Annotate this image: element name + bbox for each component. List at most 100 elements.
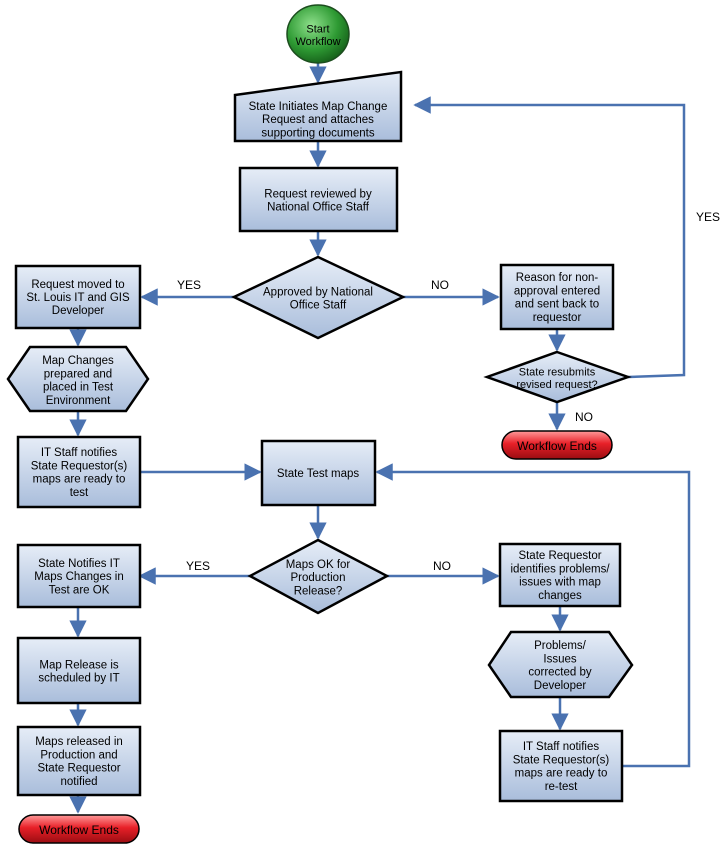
- node-text-line: Issues: [543, 653, 576, 665]
- node-text: Workflow Ends: [39, 823, 119, 837]
- connectors: [69, 63, 691, 814]
- node-text-line: State Requestor(s): [31, 460, 128, 472]
- map-release-scheduled-node: Map Release is scheduled by IT: [16, 636, 142, 705]
- node-text-line: Maps Changes in: [34, 571, 124, 583]
- label-approved-yes: YES: [177, 278, 201, 292]
- node-text-line: State Test maps: [277, 468, 359, 480]
- node-text-line: test: [70, 487, 89, 499]
- node-text-line: prepared and: [44, 368, 112, 380]
- node-text-line: National Office Staff: [267, 202, 370, 214]
- node-text: Reason for non-approval entered and sent …: [514, 272, 600, 324]
- node-text-line: State Requestor: [37, 763, 120, 775]
- node-text-line: IT Staff notifies: [41, 447, 118, 459]
- node-text-line: scheduled by IT: [38, 673, 119, 685]
- node-text-line: maps are ready to: [33, 474, 126, 486]
- node-text-line: changes: [538, 590, 582, 602]
- node-text-line: Request moved to: [31, 279, 124, 291]
- node-text-line: Map Release is: [39, 659, 119, 671]
- node-text-line: maps are ready to: [515, 768, 608, 780]
- workflow-ends-node-2: Workflow Ends: [18, 814, 140, 844]
- node-text-line: notified: [60, 776, 97, 788]
- node-text-line: identifies problems/: [510, 563, 610, 575]
- node-text-line: IT Staff notifies: [523, 741, 600, 753]
- request-reviewed-node: Request reviewed by National Office Staff: [238, 166, 399, 233]
- node-text: Workflow Ends: [517, 439, 597, 453]
- edge-notify2-test: [375, 463, 691, 768]
- label-resubmit-no: NO: [575, 410, 593, 424]
- node-text-line: Approved by National: [263, 286, 373, 298]
- node-text-line: State Requestor: [518, 550, 601, 562]
- node-text-line: Request reviewed by: [264, 188, 372, 200]
- node-text-line: Reason for non-: [516, 272, 599, 284]
- node-text-line: Workflow Ends: [517, 439, 597, 453]
- node-text-line: Request and attaches: [262, 114, 374, 126]
- node-text-line: St. Louis IT and GIS: [26, 292, 130, 304]
- node-text-line: Production: [291, 572, 346, 584]
- label-ok-no: NO: [433, 559, 451, 573]
- node-text-line: Workflow: [295, 36, 340, 48]
- node-text-line: Problems/: [534, 640, 587, 652]
- node-text-line: State resubmits: [519, 367, 596, 379]
- node-text-line: Test are OK: [49, 584, 110, 596]
- node-text-line: Workflow Ends: [39, 823, 119, 837]
- reason-non-approval-node: Reason for non-approval entered and sent …: [499, 263, 615, 331]
- node-text-line: supporting documents: [261, 127, 374, 139]
- label-resubmit-yes: YES: [696, 210, 720, 224]
- node-text-line: State Notifies IT: [38, 558, 120, 570]
- node-text-line: Production and: [40, 749, 117, 761]
- node-text: State Test maps: [277, 468, 359, 480]
- node-text-line: approval entered: [514, 285, 600, 297]
- edge-resubmit-initiate: [413, 96, 686, 379]
- node-text-line: State Initiates Map Change: [249, 101, 388, 113]
- node-text-line: State Requestor(s): [513, 754, 610, 766]
- node-text-line: Maps released in: [35, 736, 123, 748]
- node-text-line: Developer: [534, 680, 587, 692]
- node-text-line: Developer: [52, 305, 105, 317]
- node-text-line: requestor: [533, 312, 582, 324]
- node-text-line: corrected by: [528, 667, 592, 679]
- node-text: Request reviewed by National Office Staff: [264, 188, 372, 213]
- node-text-line: placed in Test: [43, 382, 114, 394]
- node-text-line: re-test: [545, 781, 578, 793]
- state-test-maps-node: State Test maps: [260, 439, 377, 507]
- label-ok-yes: YES: [186, 559, 210, 573]
- node-text: Map Release is scheduled by IT: [38, 659, 119, 684]
- label-approved-no: NO: [431, 278, 449, 292]
- node-text-line: issues with map: [519, 577, 601, 589]
- node-text-line: Office Staff: [290, 300, 347, 312]
- node-text-line: Environment: [46, 395, 111, 407]
- node-text-line: Map Changes: [42, 355, 114, 367]
- node-text-line: and sent back to: [515, 299, 599, 311]
- node-text-line: Start: [306, 24, 329, 36]
- node-text-line: Maps OK for: [286, 559, 351, 571]
- workflow-ends-node-1: Workflow Ends: [501, 430, 613, 460]
- node-text-line: Release?: [294, 585, 343, 597]
